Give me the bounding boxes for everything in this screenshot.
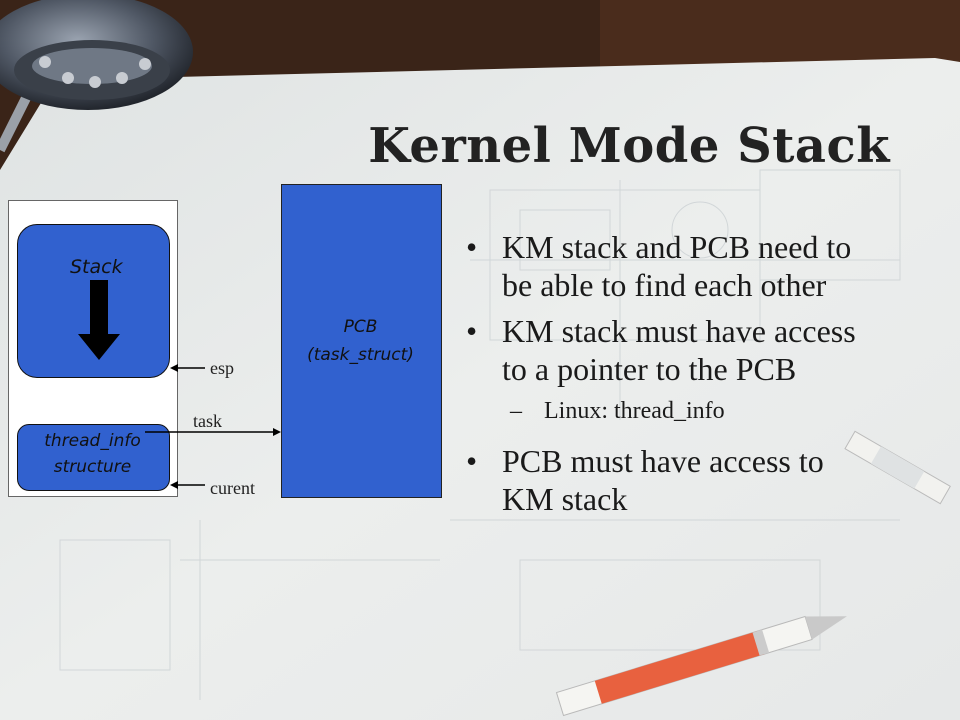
lamp-illustration	[0, 0, 193, 153]
bullet-list: • KM stack and PCB need to be able to fi…	[462, 228, 882, 526]
pcb-label: PCB (task_struct)	[281, 313, 440, 369]
stack-label: Stack	[70, 256, 123, 278]
sub-bullet-dash: –	[510, 398, 522, 424]
pcb-line1: PCB	[343, 317, 378, 337]
stack-growth-arrow	[78, 280, 120, 360]
esp-label: esp	[210, 358, 234, 378]
bullet-glyph: •	[466, 443, 478, 479]
thread-info-box	[17, 424, 170, 491]
blueprint-paper	[0, 58, 960, 720]
pencil-illustration	[555, 615, 847, 717]
bullet-item: • KM stack and PCB need to be able to fi…	[462, 228, 882, 304]
current-pointer-arrow	[170, 481, 205, 489]
bullet-item: • KM stack must have access to a pointer…	[462, 312, 882, 388]
bullet-text: KM stack and PCB need to be able to find…	[502, 229, 852, 303]
thread-info-line2: structure	[53, 457, 132, 477]
sub-bullet-text: Linux: thread_info	[544, 398, 725, 424]
pencil-illustration-right	[844, 430, 951, 505]
sub-bullet-item: – Linux: thread_info	[462, 396, 882, 426]
bullet-glyph: •	[466, 313, 478, 349]
bullet-text: PCB must have access to KM stack	[502, 443, 824, 517]
bullet-item: • PCB must have access to KM stack	[462, 442, 882, 518]
bullet-glyph: •	[466, 229, 478, 265]
slide-title: Kernel Mode Stack	[368, 118, 890, 174]
blueprint-lines	[59, 169, 901, 700]
pcb-box	[281, 184, 442, 498]
bullet-text: KM stack must have access to a pointer t…	[502, 313, 856, 387]
thread-info-label: thread_info structure	[17, 428, 168, 480]
pcb-line2: (task_struct)	[307, 345, 414, 365]
esp-pointer-arrow	[170, 364, 205, 372]
task-pointer-arrow	[145, 428, 281, 436]
task-label: task	[193, 411, 222, 431]
thread-info-line1: thread_info	[44, 431, 141, 451]
current-label: curent	[210, 478, 255, 498]
